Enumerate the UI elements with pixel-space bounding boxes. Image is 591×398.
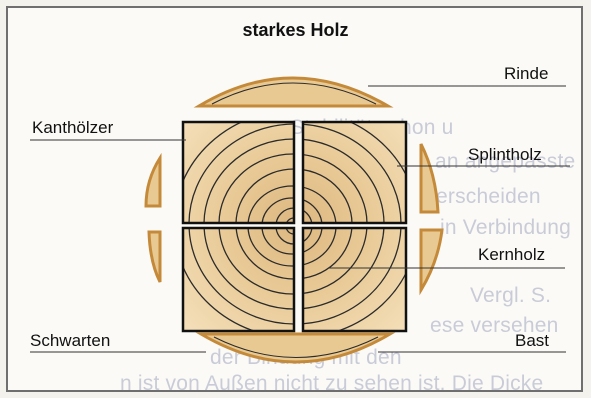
slab-right-lower <box>421 230 442 290</box>
label-rinde: Rinde <box>504 64 548 84</box>
label-kernholz: Kernholz <box>478 245 545 265</box>
slab-left-lower <box>149 232 160 282</box>
label-splintholz: Splintholz <box>468 145 542 165</box>
slab-top <box>199 78 388 106</box>
label-schwarten: Schwarten <box>30 331 110 351</box>
slab-left-upper <box>146 158 160 206</box>
slab-right-upper <box>421 144 438 212</box>
label-bast: Bast <box>515 331 549 351</box>
diagram-title: starkes Holz <box>0 20 591 41</box>
label-kanthoelzer: Kanthölzer <box>32 118 113 138</box>
